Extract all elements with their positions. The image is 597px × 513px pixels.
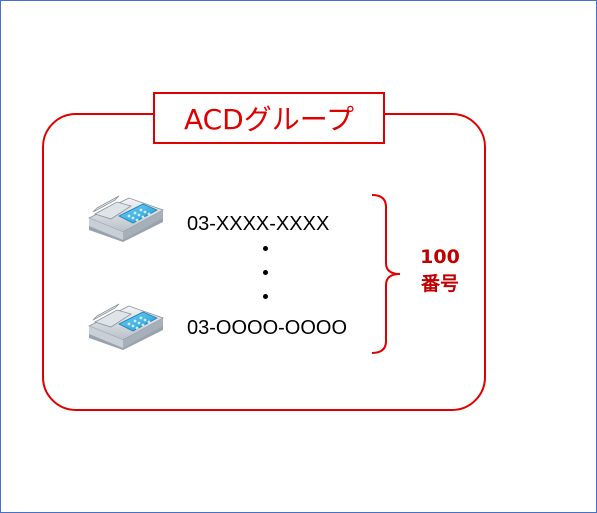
count-unit: 番号 xyxy=(420,273,459,295)
ellipsis-dot xyxy=(263,246,268,251)
ellipsis-dot xyxy=(263,294,268,299)
phone-icon xyxy=(88,195,164,242)
ellipsis-dot xyxy=(263,270,268,275)
phone-icon xyxy=(88,303,164,350)
phone-number-last: 03-OOOO-OOOO xyxy=(187,317,348,339)
group-title: ACDグループ xyxy=(153,92,385,144)
count-value: 100 xyxy=(420,246,460,268)
number-count: 100 番号 xyxy=(408,244,472,298)
phone-number-first: 03-XXXX-XXXX xyxy=(187,213,330,235)
right-brace xyxy=(371,194,401,354)
